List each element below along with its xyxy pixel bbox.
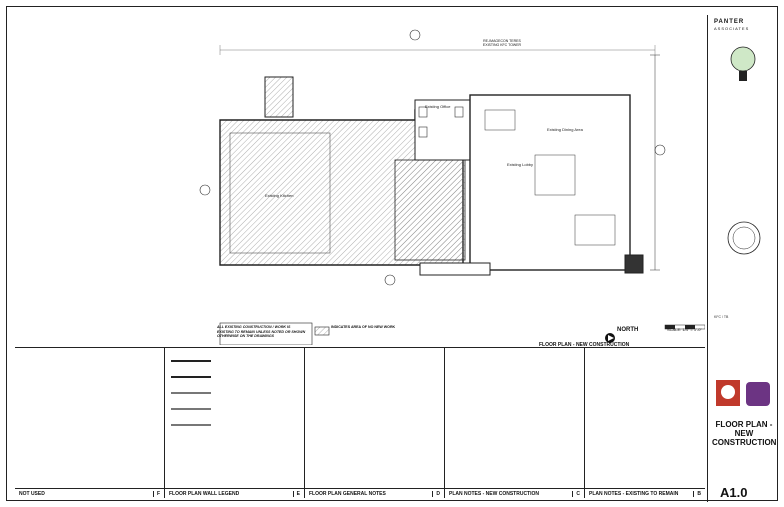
brand-logos-icon (716, 380, 770, 406)
col-d-letter: D (432, 490, 440, 497)
floor-plan-title: FLOOR PLAN - NEW CONSTRUCTION (539, 342, 630, 348)
col-e-header: FLOOR PLAN WALL LEGEND E (165, 488, 304, 498)
wall-legend-lines (171, 354, 296, 440)
legend-existing-note: ALL EXISTING CONSTRUCTION / WORK IS EXIS… (217, 325, 306, 338)
re-imagecon-note: RE-IMAGECON TERES EXISTING KFC TOWER (482, 39, 522, 47)
sheet-number: A1.0 (720, 485, 748, 500)
notes-col-f: NOT USED F (15, 348, 165, 498)
label-existing-lobby: Existing Lobby (507, 162, 534, 167)
col-b-header: PLAN NOTES - EXISTING TO REMAIN B (585, 488, 705, 498)
notes-col-c: PLAN NOTES - NEW CONSTRUCTION C (445, 348, 585, 498)
notes-col-d: FLOOR PLAN GENERAL NOTES D (305, 348, 445, 498)
col-f-title: NOT USED (19, 490, 45, 497)
firm-logo-icon (730, 46, 756, 81)
notes-strip: NOT USED F FLOOR PLAN WALL LEGEND E FLOO… (15, 347, 705, 498)
notes-col-e: FLOOR PLAN WALL LEGEND E (165, 348, 305, 498)
col-c-title: PLAN NOTES - NEW CONSTRUCTION (449, 490, 539, 497)
col-b-title: PLAN NOTES - EXISTING TO REMAIN (589, 490, 679, 497)
architect-seal-icon (727, 221, 761, 255)
project-name: KFC / TB (714, 315, 729, 319)
col-d-header: FLOOR PLAN GENERAL NOTES D (305, 488, 444, 498)
col-c-header: PLAN NOTES - NEW CONSTRUCTION C (445, 488, 584, 498)
sheet-title: FLOOR PLAN - NEW CONSTRUCTION (712, 420, 777, 447)
col-f-letter: F (152, 490, 160, 497)
title-block: PANTER ASSOCIATES KFC / TB FLOOR PLAN - … (707, 15, 780, 502)
firm-name: PANTER (714, 19, 745, 25)
floor-plan-drawing (199, 29, 705, 345)
col-c-letter: C (572, 490, 580, 497)
col-d-title: FLOOR PLAN GENERAL NOTES (309, 490, 386, 497)
label-existing-kitchen: Existing Kitchen (265, 193, 294, 198)
notes-col-b: PLAN NOTES - EXISTING TO REMAIN B (585, 348, 705, 498)
col-e-letter: E (292, 490, 300, 497)
col-b-letter: B (693, 490, 701, 497)
col-e-title: FLOOR PLAN WALL LEGEND (169, 490, 240, 497)
scale-label: SCALE: 1/4" = 1'-0" (667, 327, 702, 332)
label-existing-office: Existing Office (425, 104, 451, 109)
firm-sub: ASSOCIATES (714, 26, 750, 31)
label-existing-dining: Existing Dining Area (547, 127, 583, 132)
drawing-sheet: Existing Kitchen Existing Office Existin… (6, 6, 780, 502)
legend-no-work: INDICATES AREA OF NO NEW WORK (331, 325, 396, 329)
col-f-header: NOT USED F (15, 488, 164, 498)
north-label: NORTH (617, 327, 639, 333)
